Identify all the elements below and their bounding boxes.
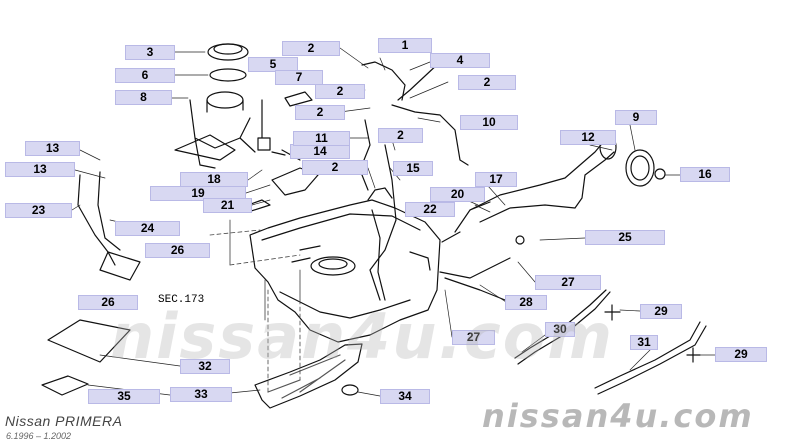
vent-line-28 xyxy=(439,257,511,301)
part-label-2f[interactable]: 2 xyxy=(302,160,368,175)
part-label-31[interactable]: 31 xyxy=(630,335,658,350)
part-label-2a[interactable]: 2 xyxy=(282,41,340,56)
part-label-29a[interactable]: 29 xyxy=(640,304,682,319)
watermark-center: nissan4u.com xyxy=(110,300,614,373)
part-label-28[interactable]: 28 xyxy=(505,295,547,310)
part-label-9[interactable]: 9 xyxy=(615,110,657,125)
part-label-20[interactable]: 20 xyxy=(430,187,485,202)
part-label-12[interactable]: 12 xyxy=(560,130,616,145)
part-label-27a[interactable]: 27 xyxy=(535,275,601,290)
part-19 xyxy=(271,167,319,196)
bracket-26 xyxy=(99,251,141,281)
part-label-2e[interactable]: 2 xyxy=(378,128,423,143)
part-label-26a[interactable]: 26 xyxy=(145,243,210,258)
part-label-7[interactable]: 7 xyxy=(275,70,323,85)
heat-shield xyxy=(254,343,363,409)
part-7 xyxy=(284,91,313,107)
part-label-6[interactable]: 6 xyxy=(115,68,175,83)
part-label-11[interactable]: 11 xyxy=(293,131,350,146)
part-label-23[interactable]: 23 xyxy=(5,203,72,218)
filler-neck xyxy=(441,134,666,245)
hose-4 xyxy=(397,61,441,101)
bolt-29b xyxy=(686,347,701,363)
hose-10 xyxy=(391,104,469,166)
hose-15 xyxy=(369,144,397,301)
insulator-32 xyxy=(47,319,131,363)
part-label-29b[interactable]: 29 xyxy=(715,347,767,362)
section-reference: SEC.173 xyxy=(158,294,205,306)
part-5 xyxy=(257,99,271,151)
model-name: Nissan PRIMERA xyxy=(5,413,123,429)
part-label-3[interactable]: 3 xyxy=(125,45,175,60)
part-label-30[interactable]: 30 xyxy=(545,322,575,337)
part-label-14[interactable]: 14 xyxy=(290,144,350,159)
part-label-8[interactable]: 8 xyxy=(115,90,172,105)
part-label-13a[interactable]: 13 xyxy=(25,141,80,156)
part-label-26b[interactable]: 26 xyxy=(78,295,138,310)
production-period: 6.1996 – 1.2002 xyxy=(6,431,72,441)
part-label-2d[interactable]: 2 xyxy=(458,75,516,90)
part-label-33[interactable]: 33 xyxy=(170,387,232,402)
line-24 xyxy=(97,171,121,251)
insulator-35 xyxy=(41,375,89,396)
strap-31 xyxy=(594,321,707,395)
hose-1 xyxy=(361,61,406,101)
hose-11 xyxy=(359,119,371,191)
part-label-21[interactable]: 21 xyxy=(203,198,252,213)
clamp-34 xyxy=(341,384,359,396)
bolt-29a xyxy=(604,304,621,321)
dashed-outlines xyxy=(209,229,301,396)
part-label-4[interactable]: 4 xyxy=(430,53,490,68)
part-label-13b[interactable]: 13 xyxy=(5,162,75,177)
part-label-19[interactable]: 19 xyxy=(150,186,246,201)
part-label-34[interactable]: 34 xyxy=(380,389,430,404)
part-label-2b[interactable]: 2 xyxy=(315,84,365,99)
part-label-25[interactable]: 25 xyxy=(585,230,665,245)
part-label-24[interactable]: 24 xyxy=(115,221,180,236)
line-23 xyxy=(77,174,116,266)
part-label-16[interactable]: 16 xyxy=(680,167,730,182)
part-label-2c[interactable]: 2 xyxy=(295,105,345,120)
part-label-15[interactable]: 15 xyxy=(393,161,433,176)
fuel-pump-group xyxy=(174,43,256,169)
part-label-27b[interactable]: 27 xyxy=(452,330,495,345)
part-label-32[interactable]: 32 xyxy=(180,359,230,374)
part-label-17[interactable]: 17 xyxy=(475,172,517,187)
watermark-footer: nissan4u.com xyxy=(482,397,754,435)
part-label-5[interactable]: 5 xyxy=(248,57,298,72)
part-label-1[interactable]: 1 xyxy=(378,38,432,53)
part-label-35[interactable]: 35 xyxy=(88,389,160,404)
part-label-18[interactable]: 18 xyxy=(180,172,248,187)
fuel-tank xyxy=(249,187,441,343)
part-label-10[interactable]: 10 xyxy=(460,115,518,130)
part-label-22[interactable]: 22 xyxy=(405,202,455,217)
